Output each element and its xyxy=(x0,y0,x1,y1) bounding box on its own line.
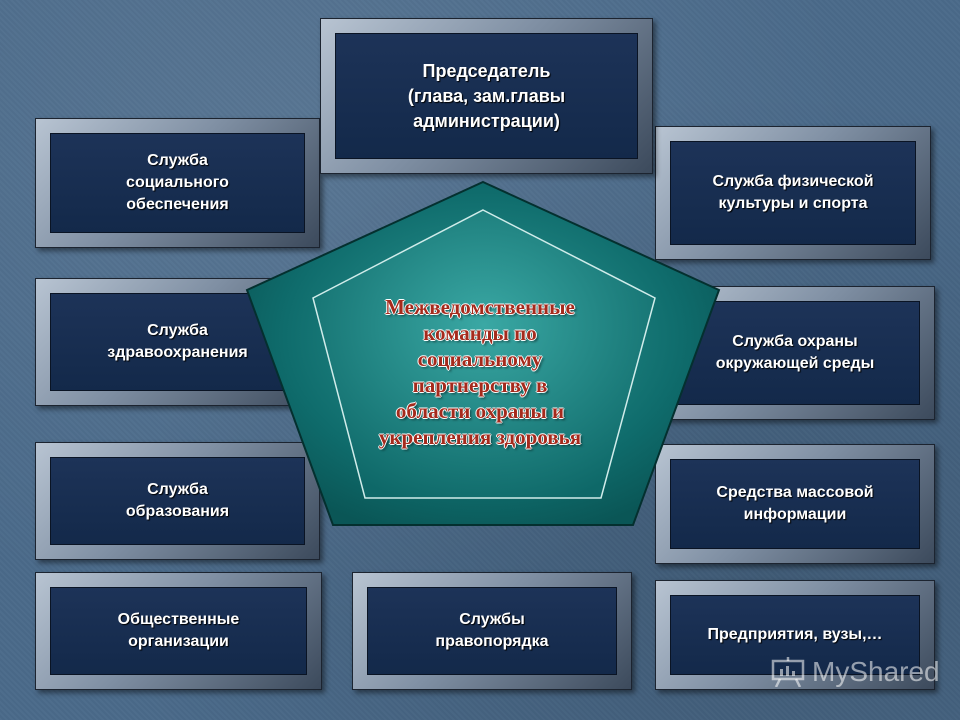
box-chairman-label: Председатель (глава, зам.главы администр… xyxy=(407,60,566,131)
pentagon-inner xyxy=(312,209,656,499)
presentation-board-icon xyxy=(771,657,805,687)
box-education-label: Служба образования xyxy=(125,481,230,520)
watermark-text: MyShared xyxy=(812,656,940,687)
box-public-organizations: Общественные организации xyxy=(35,572,322,690)
box-enterprises-label: Предприятия, вузы,… xyxy=(707,626,883,643)
box-education: Служба образования xyxy=(35,442,320,560)
box-law-enforcement: Службы правопорядка xyxy=(352,572,632,690)
box-sports: Служба физической культуры и спорта xyxy=(655,126,931,260)
box-social-security-label: Служба социального обеспечения xyxy=(126,152,229,213)
box-public-organizations-label: Общественные организации xyxy=(117,611,240,650)
box-social-security: Служба социального обеспечения xyxy=(35,118,320,248)
box-law-enforcement-label: Службы правопорядка xyxy=(435,611,549,650)
central-pentagon xyxy=(245,180,721,526)
box-sports-label: Служба физической культуры и спорта xyxy=(712,173,874,212)
center-title: Межведомственные команды по социальному … xyxy=(378,295,582,449)
box-mass-media: Средства массовой информации xyxy=(655,444,935,564)
box-healthcare-label: Служба здравоохранения xyxy=(107,322,248,361)
box-environment-label: Служба охраны окружающей среды xyxy=(715,333,875,372)
watermark: MyShared xyxy=(770,656,940,688)
box-mass-media-label: Средства массовой информации xyxy=(716,484,874,523)
box-chairman: Председатель (глава, зам.главы администр… xyxy=(320,18,653,174)
